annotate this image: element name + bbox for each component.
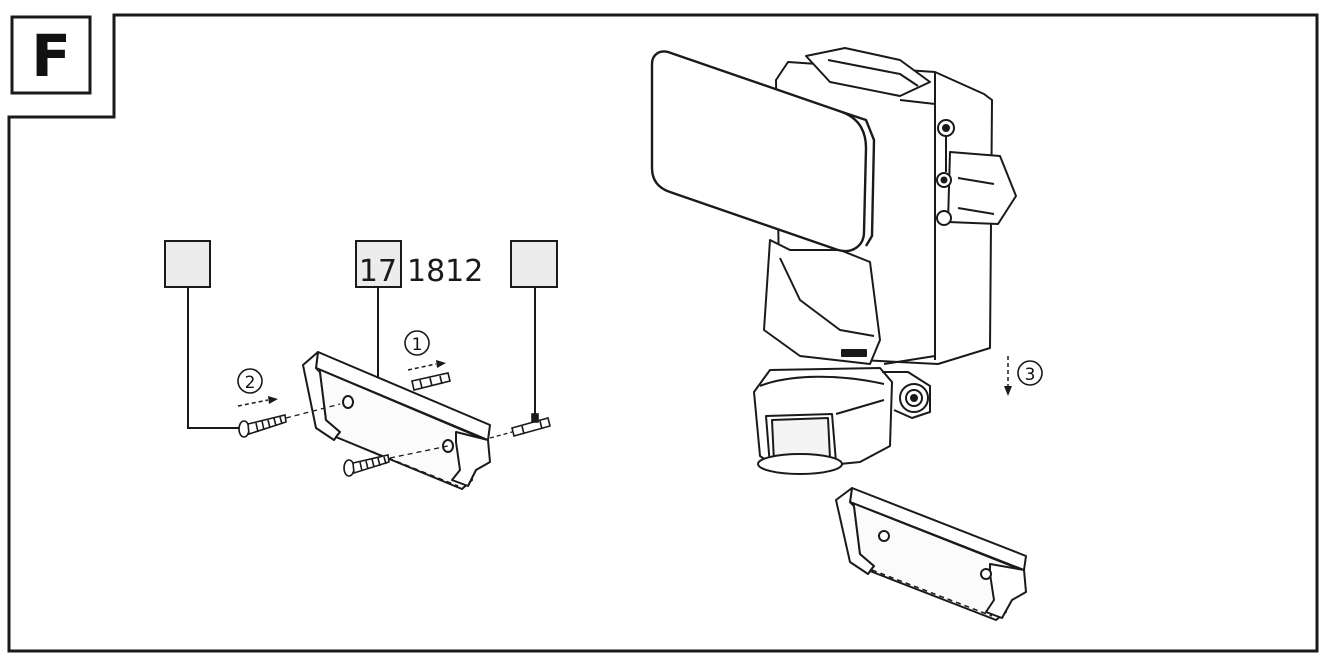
mounting-bracket bbox=[302, 351, 491, 490]
step-2-marker bbox=[237, 368, 263, 394]
callout-label-center: 17 bbox=[359, 254, 397, 289]
step-1-number: 1 bbox=[412, 335, 423, 355]
panel-letter: F bbox=[31, 22, 71, 90]
wall-plug-right-dashed-path bbox=[489, 431, 513, 439]
wall-plug-top bbox=[411, 372, 451, 391]
step-2-number: 2 bbox=[245, 373, 256, 393]
part-number: 1812 bbox=[407, 254, 483, 289]
screw-left-dashed-path bbox=[285, 403, 341, 419]
step-1-marker bbox=[404, 330, 430, 356]
step-2-arrow bbox=[237, 396, 278, 407]
lamp-head bbox=[650, 50, 876, 253]
diagram-frame bbox=[7, 13, 1319, 653]
callout-box-center bbox=[355, 240, 402, 288]
mounting-bracket-installed bbox=[835, 487, 1027, 621]
step-1-arrow bbox=[407, 360, 446, 371]
screw-lower bbox=[343, 454, 390, 477]
motion-sensor bbox=[753, 367, 931, 475]
step-3-arrow bbox=[1004, 356, 1012, 396]
screw-left bbox=[238, 414, 287, 438]
panel-letter-box bbox=[10, 15, 92, 95]
floodlight-housing bbox=[763, 47, 1017, 365]
step-3-marker bbox=[1017, 360, 1043, 386]
step-3-number: 3 bbox=[1025, 365, 1036, 385]
callout-box-left bbox=[164, 240, 211, 288]
callout-box-right bbox=[510, 240, 558, 288]
wall-plug-right bbox=[511, 413, 551, 437]
screw-lower-dashed-path bbox=[389, 445, 449, 459]
leader-line-left bbox=[187, 287, 240, 429]
